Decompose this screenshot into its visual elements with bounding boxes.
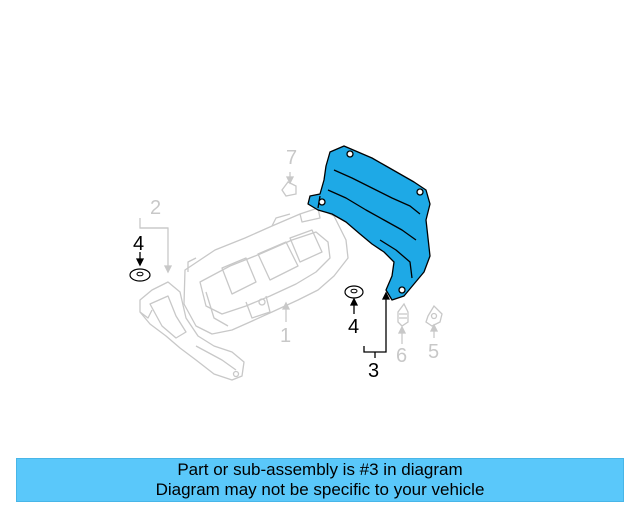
engine-under-cover-part-1 <box>183 207 349 335</box>
callout-part-3: 3 <box>368 360 379 382</box>
splash-shield-part-3 <box>307 145 431 301</box>
clip-part-4-right <box>344 285 364 299</box>
leader-lines-dark <box>135 252 391 358</box>
parts-diagram: 1 2 3 4 4 5 6 7 <box>129 145 443 382</box>
callout-part-6: 6 <box>396 345 407 367</box>
callout-part-7: 7 <box>286 147 297 169</box>
callout-part-4-left: 4 <box>133 233 144 255</box>
clip-part-7 <box>281 181 297 197</box>
leader-lines-faded <box>139 172 439 344</box>
banner-line-part-number: Part or sub-assembly is #3 in diagram <box>177 460 463 479</box>
part-info-banner: Part or sub-assembly is #3 in diagram Di… <box>16 458 624 502</box>
callout-part-4-right: 4 <box>348 316 359 338</box>
push-pin-part-5 <box>425 304 443 327</box>
bolt-part-6 <box>397 302 409 327</box>
side-under-cover-part-2 <box>139 281 245 381</box>
callout-part-5: 5 <box>428 341 439 363</box>
clip-part-4-left <box>129 268 151 282</box>
banner-line-disclaimer: Diagram may not be specific to your vehi… <box>155 480 485 499</box>
callout-part-2: 2 <box>150 197 161 219</box>
callout-part-1: 1 <box>280 325 291 347</box>
